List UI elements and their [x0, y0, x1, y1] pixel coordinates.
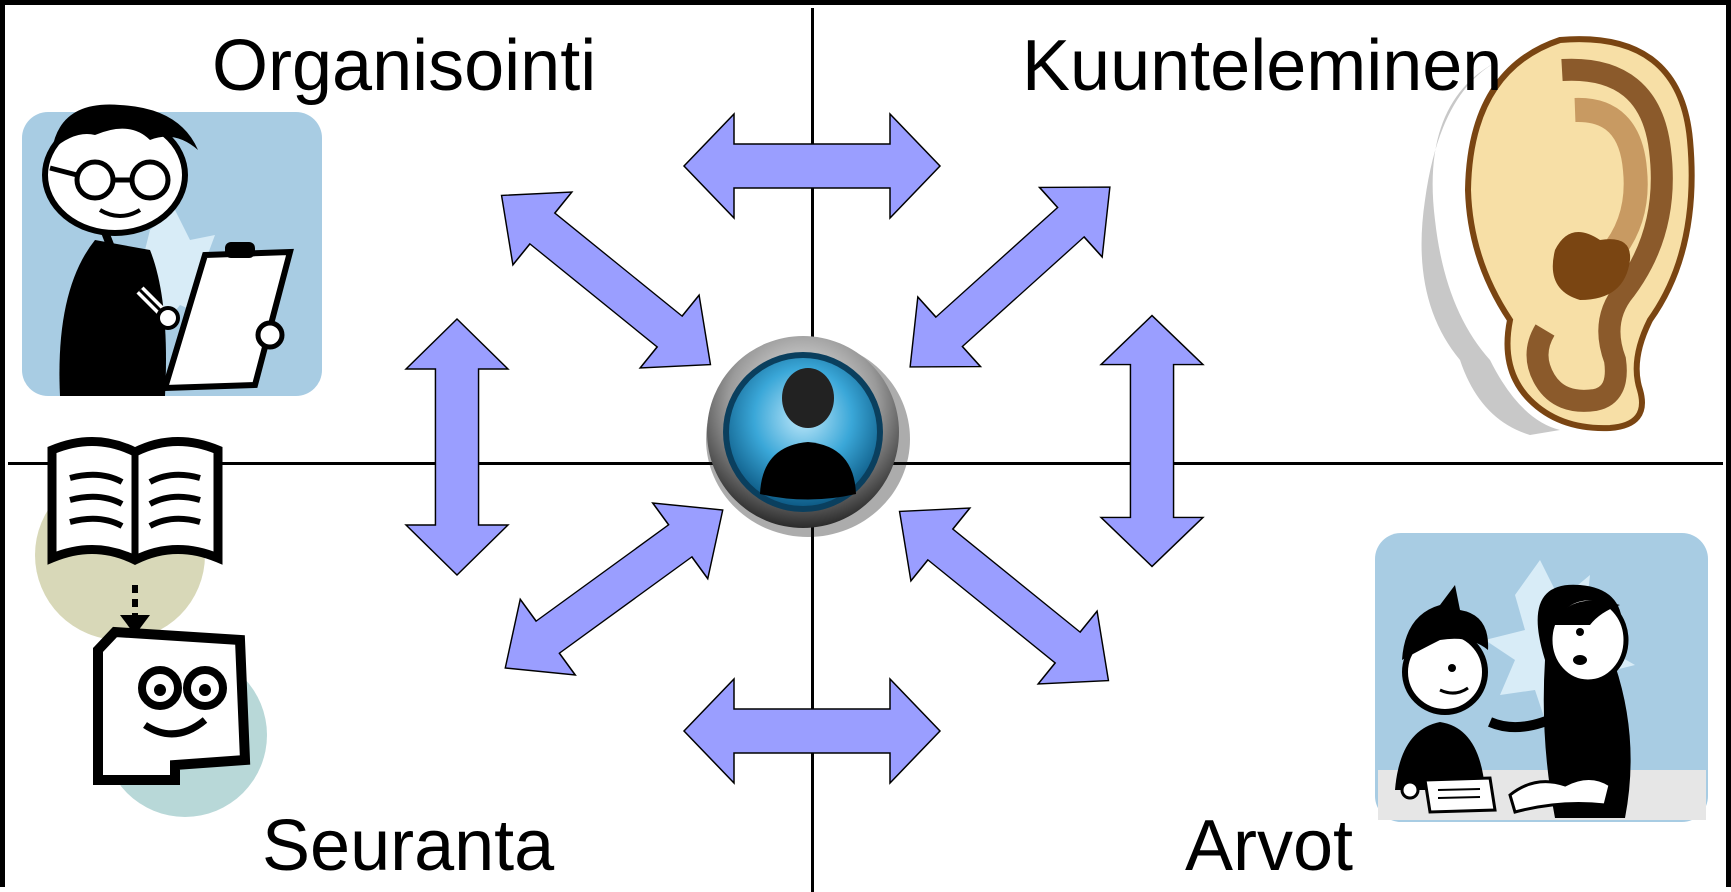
label-organisointi: Organisointi — [212, 26, 597, 106]
label-kuunteleminen: Kuunteleminen — [1022, 26, 1503, 106]
person-button-icon — [706, 336, 910, 537]
label-seuranta: Seuranta — [262, 806, 555, 886]
label-arvot: Arvot — [1185, 806, 1354, 886]
